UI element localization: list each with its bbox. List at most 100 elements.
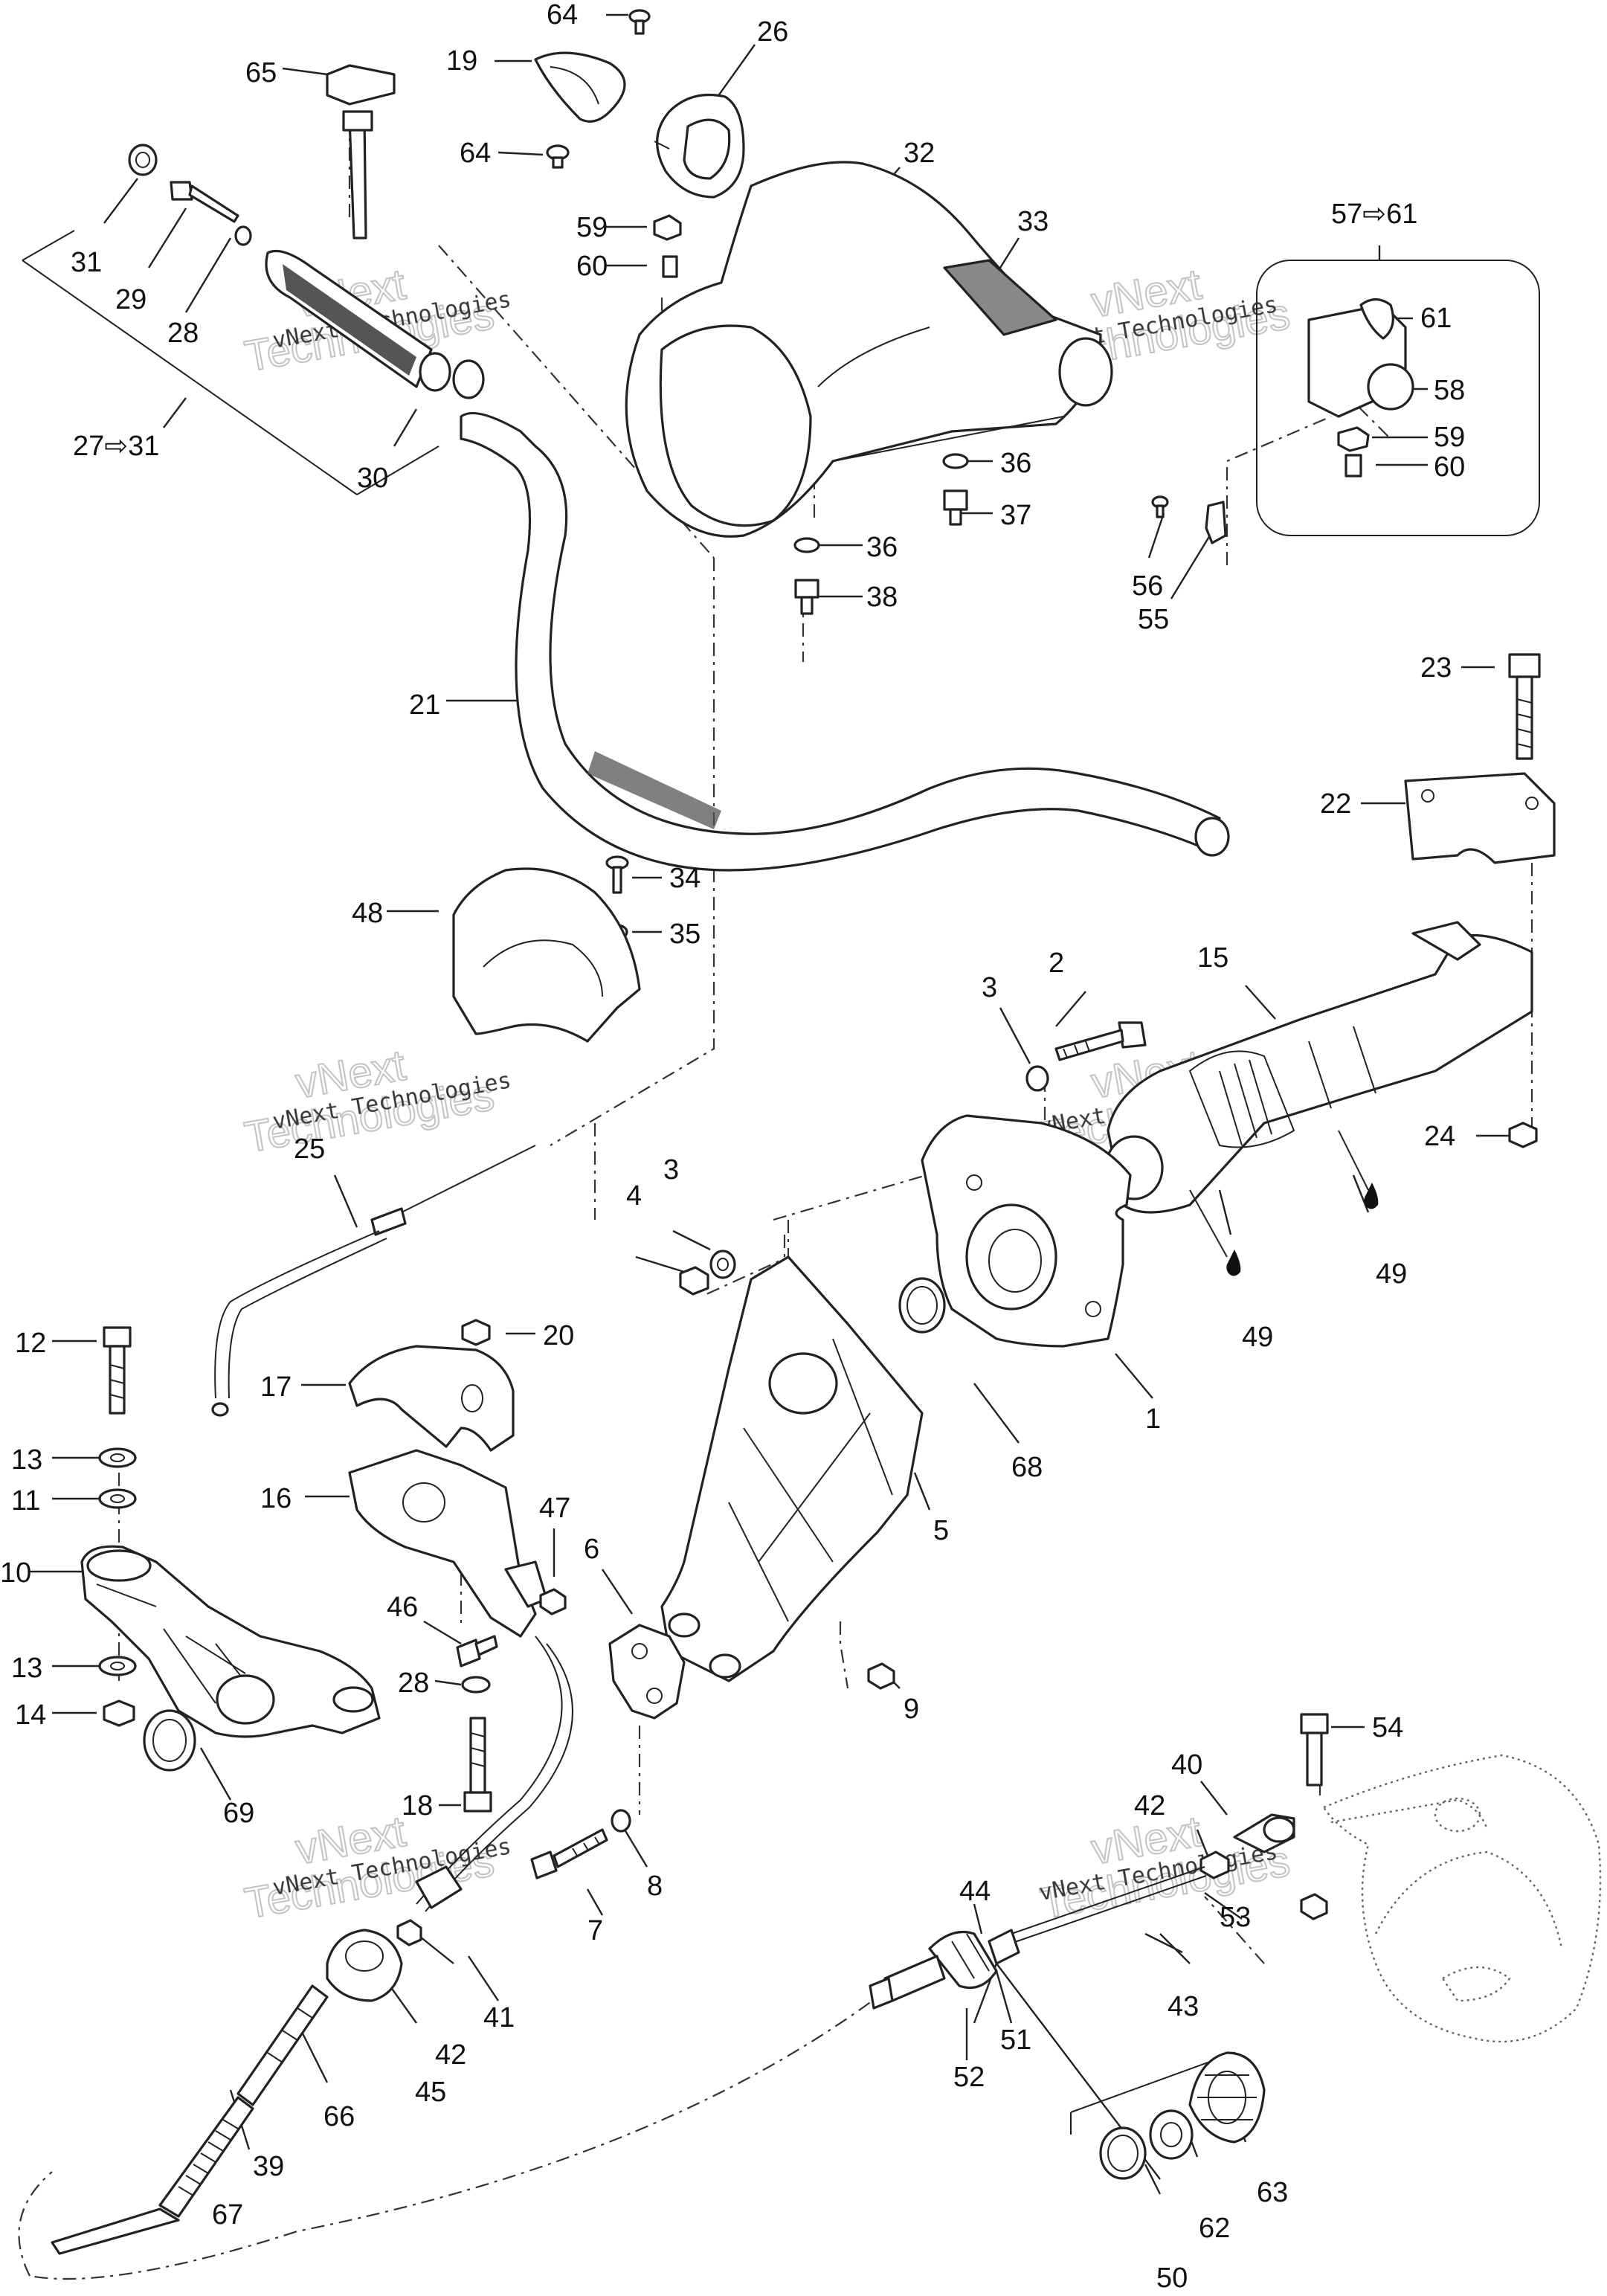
callout-18: 18 bbox=[402, 1790, 433, 1821]
part-57-61-subassembly bbox=[1256, 260, 1540, 536]
part-32-handlebar-cover bbox=[625, 161, 1113, 538]
part-10-steering-arm bbox=[80, 1545, 381, 1738]
callout-7: 7 bbox=[587, 1915, 603, 1946]
callout-41: 41 bbox=[483, 2002, 515, 2033]
part-60-setscrew bbox=[662, 255, 678, 278]
part-54-bolt bbox=[1300, 1713, 1329, 1787]
part-22-clamp-top bbox=[1404, 772, 1556, 864]
callout-30: 30 bbox=[357, 463, 388, 494]
part-17-upper-clamp bbox=[348, 1345, 515, 1452]
callout-28: 28 bbox=[167, 318, 199, 349]
callout-12: 12 bbox=[15, 1328, 46, 1359]
callout-4: 4 bbox=[626, 1180, 642, 1212]
part-3-washer-b bbox=[709, 1250, 736, 1279]
callout-3: 3 bbox=[982, 972, 997, 1003]
callout-3: 3 bbox=[663, 1154, 679, 1186]
part-9-nut bbox=[867, 1662, 895, 1690]
part-38-bolt bbox=[794, 579, 819, 615]
part-1-steering-housing bbox=[921, 1114, 1132, 1348]
part-66-cable bbox=[415, 1636, 573, 1912]
callout-45: 45 bbox=[415, 2077, 446, 2108]
callout-49: 49 bbox=[1242, 1322, 1273, 1353]
part-42-nut-b bbox=[1199, 1850, 1230, 1879]
callout-60: 60 bbox=[1434, 451, 1465, 483]
callout-48: 48 bbox=[352, 898, 383, 929]
part-2-bolt bbox=[1054, 1021, 1147, 1061]
part-grip bbox=[265, 249, 485, 399]
part-29-bolt bbox=[170, 181, 239, 223]
part-6-pivot bbox=[608, 1624, 686, 1720]
callout-55: 55 bbox=[1138, 604, 1169, 635]
part-14-nut bbox=[103, 1700, 135, 1727]
part-31-ring bbox=[128, 144, 158, 176]
part-69-bushing bbox=[143, 1709, 196, 1772]
callout-27-31: 27⇨31 bbox=[73, 431, 159, 462]
part-16-lower-clamp bbox=[348, 1449, 548, 1638]
part-21-handlebar bbox=[460, 411, 1230, 872]
callout-39: 39 bbox=[253, 2151, 284, 2182]
part-20-nut bbox=[461, 1319, 491, 1346]
callout-21: 21 bbox=[409, 689, 440, 721]
callout-56: 56 bbox=[1132, 570, 1163, 602]
part-8-washer bbox=[611, 1809, 631, 1833]
callout-38: 38 bbox=[866, 582, 898, 613]
part-7-bolt bbox=[530, 1828, 608, 1879]
part-64-screw-top bbox=[628, 9, 651, 35]
part-44-cable-housing bbox=[869, 1929, 1020, 2010]
part-28-washer-b bbox=[461, 1676, 491, 1694]
part-56-screw bbox=[1151, 495, 1169, 518]
part-11-washer bbox=[98, 1488, 137, 1509]
part-28-washer bbox=[234, 225, 252, 246]
callout-42: 42 bbox=[1134, 1790, 1165, 1821]
part-42-nut-a bbox=[396, 1919, 422, 1946]
part-43-cable-inner bbox=[1011, 1866, 1207, 1943]
leader-lines bbox=[30, 13, 1510, 2195]
part-jet-nozzle-ghost bbox=[1322, 1754, 1602, 2043]
part-26-boot bbox=[654, 93, 745, 199]
callout-25: 25 bbox=[294, 1133, 325, 1165]
part-48-cover bbox=[452, 867, 641, 1043]
part-lever-rod bbox=[342, 110, 373, 239]
callout-8: 8 bbox=[647, 1871, 663, 1902]
part-39-cable-body bbox=[51, 1984, 329, 2255]
callout-51: 51 bbox=[1000, 2025, 1031, 2056]
parts bbox=[51, 9, 1602, 2255]
callout-66: 66 bbox=[323, 2101, 355, 2132]
part-50-ring bbox=[1099, 2126, 1147, 2180]
callout-50: 50 bbox=[1156, 2263, 1188, 2294]
callout-59: 59 bbox=[576, 212, 608, 243]
part-53-nut bbox=[1300, 1893, 1328, 1920]
part-36-washer-a bbox=[942, 453, 969, 469]
callout-36: 36 bbox=[866, 532, 898, 563]
callout-31: 31 bbox=[71, 247, 102, 278]
part-62-seal bbox=[1149, 2109, 1194, 2160]
part-19-clip bbox=[534, 51, 626, 123]
part-40-rod-end bbox=[1233, 1813, 1295, 1853]
callout-62: 62 bbox=[1199, 2213, 1230, 2244]
callout-63: 63 bbox=[1257, 2177, 1288, 2208]
callout-49: 49 bbox=[1376, 1258, 1407, 1290]
callout-43: 43 bbox=[1168, 1991, 1199, 2022]
part-46-bolt bbox=[456, 1635, 498, 1668]
callout-labels: 64 26 19 65 64 32 59 60 33 57⇨61 61 58 5… bbox=[0, 0, 1465, 2294]
callout-11: 11 bbox=[11, 1485, 40, 1517]
part-3-washer-a bbox=[1025, 1065, 1049, 1092]
callout-61: 61 bbox=[1420, 303, 1452, 334]
callout-22: 22 bbox=[1320, 788, 1351, 820]
callout-64: 64 bbox=[547, 0, 578, 30]
part-68-bushing bbox=[898, 1277, 946, 1334]
part-36-washer-b bbox=[793, 537, 820, 553]
part-12-bolt bbox=[103, 1326, 132, 1415]
callout-29: 29 bbox=[115, 284, 146, 315]
callout-52: 52 bbox=[953, 2062, 985, 2093]
part-65-plate bbox=[326, 64, 396, 106]
callout-58: 58 bbox=[1434, 375, 1465, 406]
part-25-throttle-cable bbox=[211, 1145, 536, 1417]
callout-2: 2 bbox=[1049, 948, 1064, 979]
part-45-boot bbox=[326, 1929, 403, 2002]
callout-9: 9 bbox=[904, 1694, 919, 1725]
callout-37: 37 bbox=[1000, 500, 1031, 531]
callout-23: 23 bbox=[1420, 652, 1452, 684]
callout-44: 44 bbox=[959, 1876, 991, 1907]
